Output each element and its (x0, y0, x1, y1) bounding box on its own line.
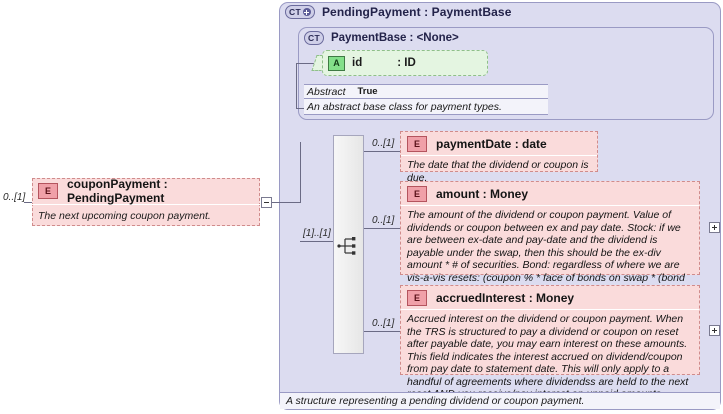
element-icon: E (38, 183, 58, 199)
branch-line-paymentdate (364, 151, 400, 152)
expand-toggle-amount[interactable] (709, 222, 720, 233)
branch-line-amount (364, 228, 400, 229)
element-paymentdate-documentation: The date that the dividend or coupon is … (407, 159, 589, 184)
attribute-type: : ID (397, 57, 416, 69)
ct-badge-label-base: CT (308, 32, 320, 43)
element-accruedinterest[interactable]: E accruedInterest : Money Accrued intere… (400, 285, 700, 400)
attribute-connector-line-bottom (296, 108, 305, 109)
panel-inner-vline-top (300, 142, 301, 203)
element-icon: E (407, 185, 427, 202)
complextype-header-paymentbase: CT PaymentBase : <None> (304, 31, 459, 45)
complextype-documentation: A structure representing a pending divid… (280, 392, 720, 409)
ct-badge-label: CT (289, 6, 301, 17)
attribute-name: id (352, 57, 363, 69)
complextype-icon[interactable]: CT (304, 31, 324, 45)
element-amount[interactable]: E amount : Money The amount of the divid… (400, 181, 700, 309)
base-type-documentation: An abstract base class for payment types… (304, 99, 548, 115)
element-accruedinterest-title: accruedInterest : Money (436, 290, 575, 305)
element-accruedinterest-header: E accruedInterest : Money (401, 286, 699, 310)
compositor-inbound-line (300, 241, 333, 242)
complextype-expand-icon[interactable]: CT (285, 5, 315, 19)
element-couponpayment-documentation: The next upcoming coupon payment. (38, 209, 211, 222)
element-couponpayment[interactable] (32, 178, 260, 226)
element-paymentdate-header: E paymentDate : date (401, 132, 597, 156)
element-couponpayment-title: couponPayment : PendingPayment (67, 177, 168, 205)
attribute-connector-vline (296, 63, 297, 109)
page-title: PendingPayment : PaymentBase (321, 5, 512, 19)
attribute-id[interactable]: A id : ID (322, 50, 488, 76)
base-type-title: PaymentBase : <None> (330, 32, 459, 44)
expand-toggle-accruedinterest[interactable] (709, 325, 720, 336)
element-icon: E (407, 289, 427, 306)
element-icon: E (407, 135, 427, 152)
attribute-icon: A (328, 55, 345, 71)
property-value: True (357, 86, 378, 97)
couponpayment-to-panel-line (272, 202, 300, 203)
element-paymentdate[interactable]: E paymentDate : date The date that the d… (400, 131, 598, 184)
occurrence-label-sequence: [1]..[1] (303, 228, 331, 239)
element-couponpayment-header: E couponPayment : PendingPayment (32, 177, 260, 205)
attribute-connector-line (296, 63, 316, 64)
collapse-toggle-couponpayment[interactable] (261, 197, 272, 208)
sequence-icon (337, 237, 356, 255)
occurrence-label-accruedinterest: 0..[1] (372, 318, 395, 329)
property-key: Abstract (307, 85, 346, 98)
property-row-abstract: Abstract True (304, 84, 548, 99)
sequence-compositor[interactable] (333, 135, 364, 354)
plus-circle-icon (302, 8, 311, 16)
element-amount-title: amount : Money (436, 186, 528, 201)
element-paymentdate-title: paymentDate : date (436, 136, 547, 151)
couponpayment-left-stub (24, 202, 32, 203)
branch-line-accruedinterest (364, 331, 400, 332)
occurrence-label-couponpayment: 0..[1] (3, 192, 26, 203)
occurrence-label-paymentdate: 0..[1] (372, 138, 395, 149)
element-amount-header: E amount : Money (401, 182, 699, 206)
element-accruedinterest-documentation: Accrued interest on the dividend or coup… (407, 313, 689, 400)
complextype-header-pendingpayment: CT PendingPayment : PaymentBase (285, 5, 511, 19)
occurrence-label-amount: 0..[1] (372, 215, 395, 226)
